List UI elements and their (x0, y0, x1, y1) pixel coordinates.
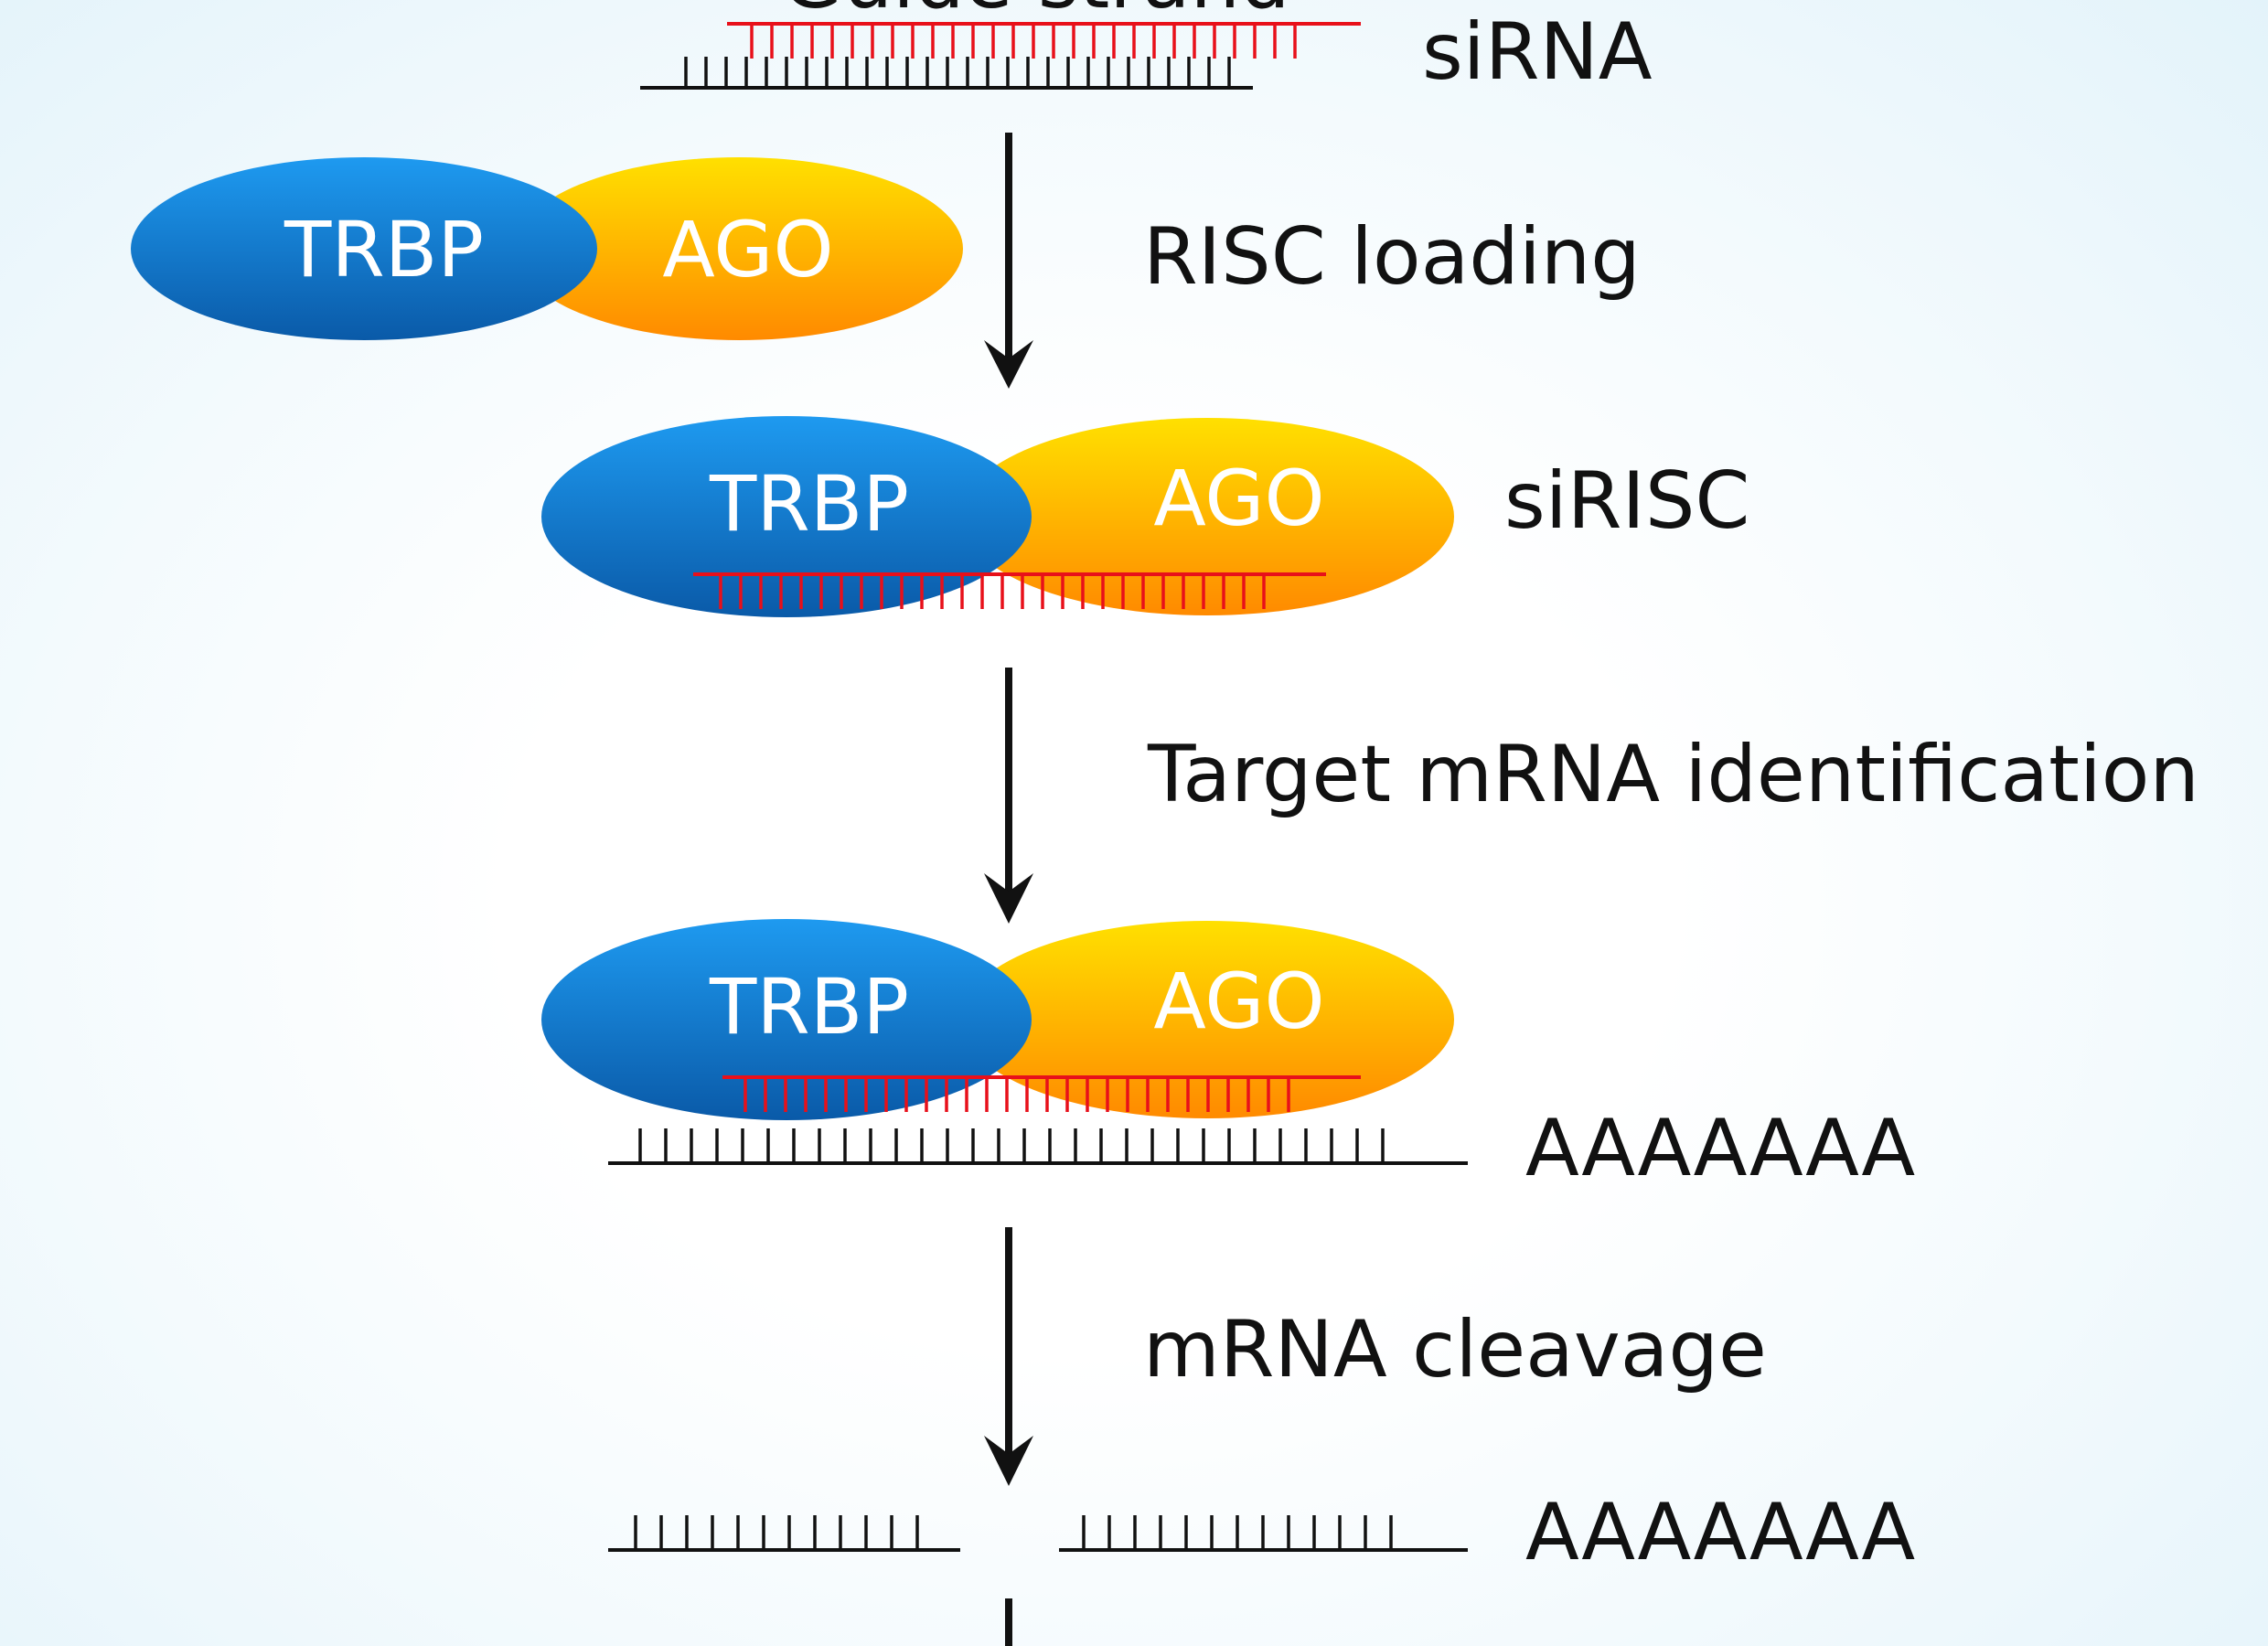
guide-strand (693, 572, 1326, 609)
risc-complex-free: TRBP AGO (131, 157, 963, 340)
guide-strand (722, 1075, 1361, 1112)
ago-label: AGO (1153, 454, 1324, 543)
trbp-label: TRBP (709, 459, 909, 549)
ago-label: AGO (1153, 957, 1324, 1046)
target-bound-complex: TRBP AGO (541, 919, 1468, 1165)
mrna-cleavage-label: mRNA cleavage (1143, 1304, 1767, 1395)
target-mrna (608, 1128, 1468, 1165)
arrow-target-identification (984, 668, 1033, 924)
arrow-mrna-cleavage (984, 1227, 1033, 1486)
cleaved-fragment-right (1059, 1515, 1468, 1552)
ago-protein (515, 157, 963, 340)
ago-label: AGO (662, 205, 833, 294)
cleaved-mrna (608, 1515, 1468, 1552)
risc-loading-label: RISC loading (1143, 211, 1641, 303)
guide-strand (727, 22, 1361, 59)
trbp-label: TRBP (709, 962, 909, 1052)
trbp-protein (541, 416, 1032, 617)
polya-tail-label: AAAAAAA (1525, 1487, 1915, 1578)
target-identification-label: Target mRNA identification (1147, 729, 2199, 820)
polya-tail-label: AAAAAAA (1525, 1103, 1915, 1194)
sirisc-complex: TRBP AGO (541, 416, 1454, 617)
trbp-protein (541, 919, 1032, 1120)
sirna-duplex: Guide strand (640, 0, 1361, 90)
sirisc-label: siRISC (1504, 455, 1749, 547)
passenger-strand (640, 57, 1253, 90)
ago-protein (960, 418, 1454, 615)
ago-protein (960, 921, 1454, 1118)
sirna-label: siRNA (1422, 6, 1653, 98)
trbp-protein (131, 157, 597, 340)
cleaved-fragment-left (608, 1515, 960, 1552)
arrow-risc-loading (984, 133, 1033, 389)
trbp-label: TRBP (284, 205, 484, 294)
